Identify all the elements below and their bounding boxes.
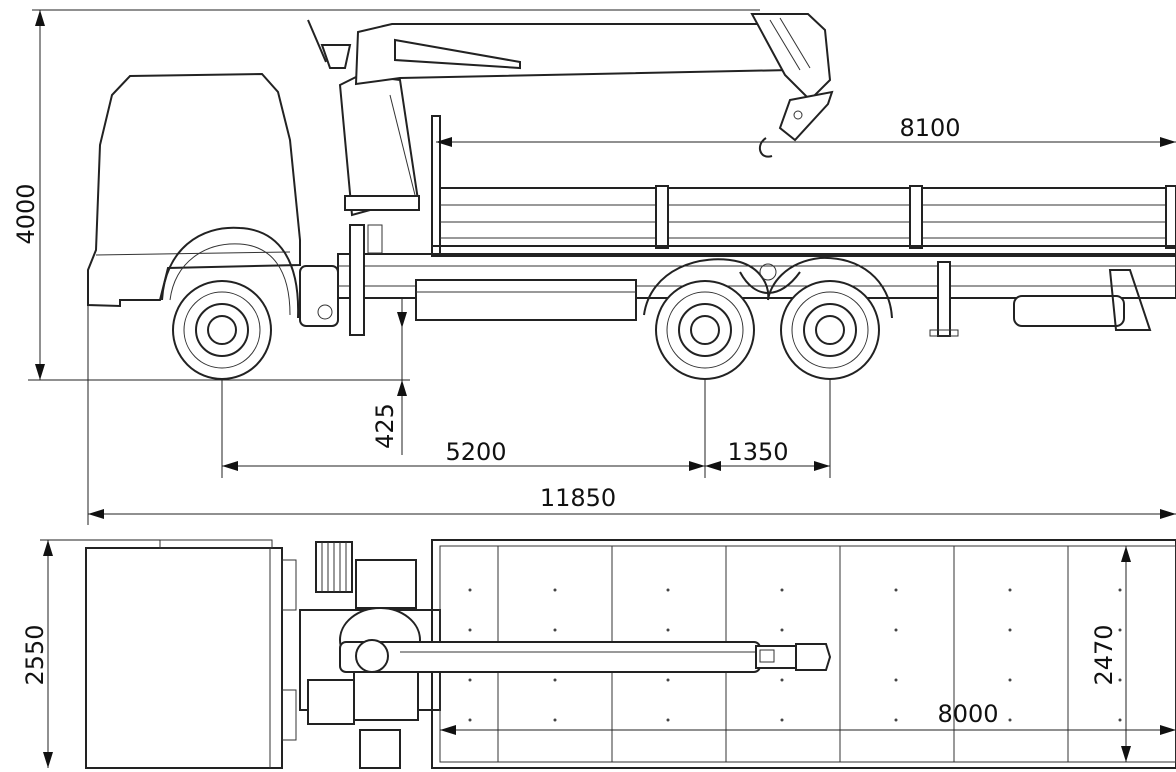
front-fender xyxy=(161,226,300,319)
rear-wheel-2 xyxy=(780,280,880,380)
dim-crane-reach: 8100 xyxy=(899,114,960,142)
bed-rivet xyxy=(1008,628,1012,632)
bed-rivet xyxy=(553,628,557,632)
side-dimensions: 4000 8100 425 5200 1350 11850 xyxy=(12,9,1176,525)
dim-overall-length: 11850 xyxy=(540,484,616,512)
dim-overall-width: 2550 xyxy=(21,624,49,685)
bed-rivet xyxy=(894,588,898,592)
cab-top xyxy=(85,547,283,769)
bed-rivet xyxy=(1008,678,1012,682)
bed-rivet xyxy=(1008,588,1012,592)
dim-body-length: 8000 xyxy=(937,700,998,728)
bed-rivet xyxy=(1118,588,1122,592)
bed-rivet xyxy=(1118,678,1122,682)
boom-top xyxy=(339,639,832,673)
crane xyxy=(307,13,834,336)
bed-rivet xyxy=(894,628,898,632)
bed-rivet xyxy=(553,718,557,722)
bed-rivet xyxy=(666,628,670,632)
top-view xyxy=(85,539,1176,769)
bed-rivet xyxy=(894,718,898,722)
bed-rivet xyxy=(894,678,898,682)
bed-rivet xyxy=(1118,628,1122,632)
dim-ground-clearance: 425 xyxy=(371,403,399,449)
cab xyxy=(87,72,301,308)
bed-rivet xyxy=(468,718,472,722)
front-wheel xyxy=(172,280,272,380)
bed-rivet xyxy=(666,678,670,682)
bed-rivet xyxy=(780,678,784,682)
bed-rivet xyxy=(468,628,472,632)
bed-rivet xyxy=(553,678,557,682)
side-view xyxy=(87,13,1176,380)
bed-rivet xyxy=(468,678,472,682)
dim-wheelbase: 5200 xyxy=(445,438,506,466)
bed-rivet xyxy=(1118,718,1122,722)
bed-rivet xyxy=(666,588,670,592)
top-dimensions: 2550 2470 8000 xyxy=(21,539,1176,768)
dim-tandem-spacing: 1350 xyxy=(727,438,788,466)
dim-overall-height: 4000 xyxy=(12,183,40,244)
bed-rivet xyxy=(666,718,670,722)
cargo-body xyxy=(431,115,1176,257)
bed-rivet xyxy=(1008,718,1012,722)
bed-rivet xyxy=(780,718,784,722)
bed-rivet xyxy=(553,588,557,592)
rear-fenders xyxy=(643,256,893,319)
bed-rivet xyxy=(468,588,472,592)
bed-rivet xyxy=(780,588,784,592)
bed-rivet xyxy=(780,628,784,632)
dim-body-width: 2470 xyxy=(1090,624,1118,685)
rear-wheel-1 xyxy=(655,280,755,380)
